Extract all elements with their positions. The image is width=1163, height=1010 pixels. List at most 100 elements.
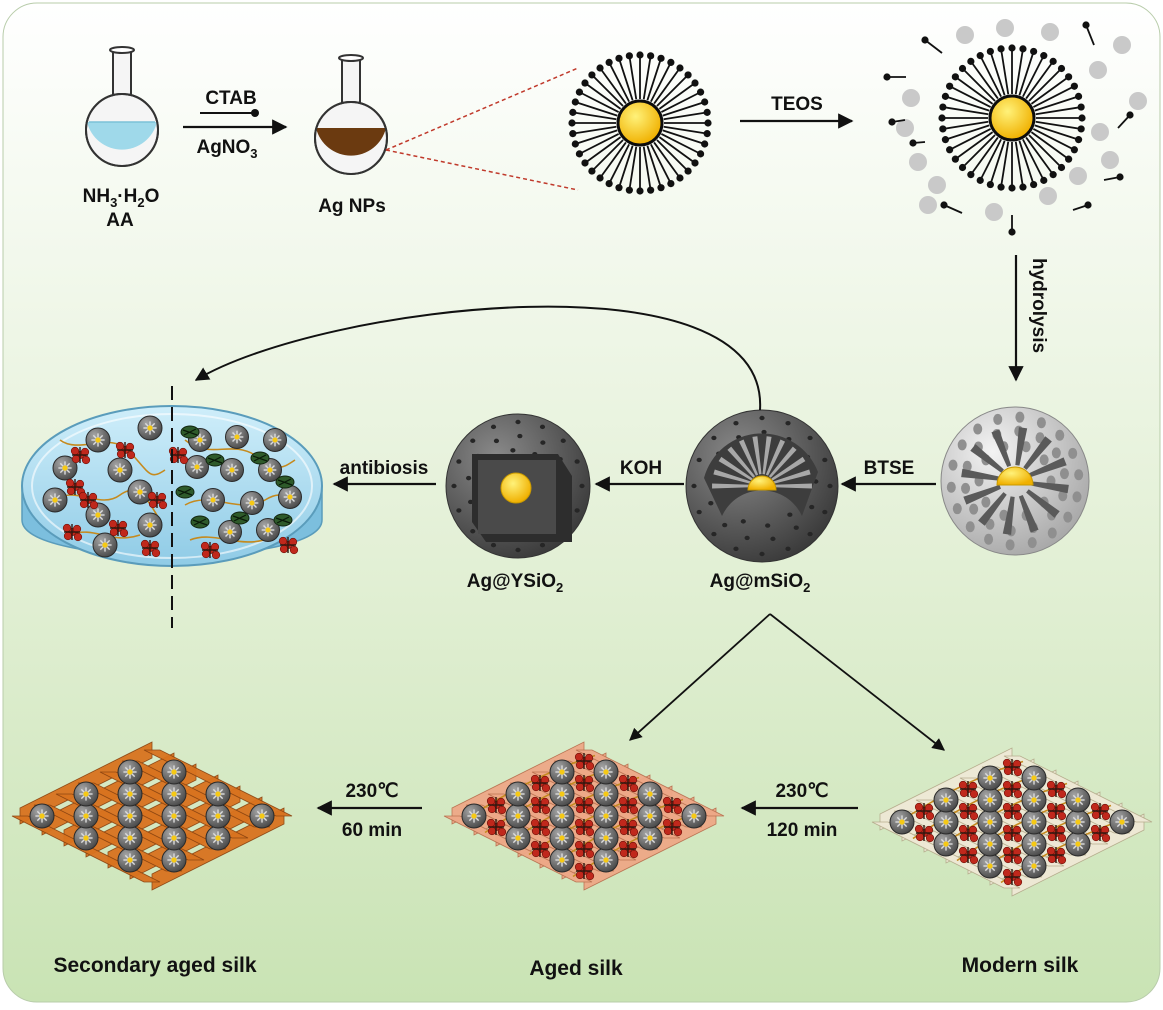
ag-core <box>171 813 177 819</box>
aging2-time-label: 60 min <box>342 820 402 841</box>
surfactant-head <box>1116 173 1124 181</box>
ag-core <box>987 797 993 803</box>
pore <box>957 439 967 451</box>
nanoparticle <box>205 803 231 829</box>
ag-core <box>559 769 565 775</box>
nanoparticle <box>933 787 959 813</box>
surfactant-head <box>1084 201 1092 209</box>
ag-core <box>171 835 177 841</box>
channel <box>1018 495 1039 533</box>
ag-core <box>265 527 271 533</box>
nanoparticle <box>52 455 78 481</box>
ag-core <box>988 94 1036 142</box>
bacteria <box>958 780 979 799</box>
channel <box>768 446 797 478</box>
pore <box>733 420 739 426</box>
bacteria <box>618 774 639 793</box>
ag-core <box>987 863 993 869</box>
channel <box>963 484 1001 505</box>
bacteria <box>486 796 507 815</box>
pore <box>722 522 728 528</box>
pore <box>809 504 815 510</box>
pore <box>759 551 765 557</box>
ag-core <box>102 542 108 548</box>
nanoparticle <box>240 491 264 515</box>
ag-msio2-sphere <box>685 409 839 563</box>
pore <box>744 535 750 541</box>
pore-channels <box>712 436 812 489</box>
bacteria <box>618 840 639 859</box>
nanoparticle <box>85 502 111 528</box>
ag-core <box>147 425 153 431</box>
modern-silk-label: Modern silk <box>962 954 1079 977</box>
ag-core <box>215 791 221 797</box>
pore <box>793 525 799 530</box>
ag-core <box>647 835 653 841</box>
secondary-aged-silk-label: Secondary aged silk <box>53 954 256 977</box>
pore <box>1072 491 1082 503</box>
arrow-to-aged-silk <box>629 613 771 741</box>
nanoparticle <box>107 457 133 483</box>
ag-core <box>39 813 45 819</box>
pore <box>993 413 1003 425</box>
bacteria <box>278 536 299 555</box>
channel <box>762 436 772 475</box>
channel <box>1002 496 1015 535</box>
nanoparticle <box>593 825 619 851</box>
bacteria <box>108 519 129 538</box>
pore <box>1036 417 1046 429</box>
ag-core <box>647 813 653 819</box>
ag-msio2-label: Ag@mSiO2 <box>710 571 811 595</box>
ag-core <box>117 467 123 473</box>
nanoparticle <box>256 518 280 542</box>
channel <box>1023 436 1052 470</box>
channel <box>765 439 786 476</box>
surfactant-head <box>1008 228 1016 236</box>
nanoparticle <box>977 787 1003 813</box>
nanoparticle <box>549 781 575 807</box>
precursor-aa-label: AA <box>106 210 134 231</box>
ag-core <box>559 791 565 797</box>
bacteria <box>1002 824 1023 843</box>
pore <box>696 509 702 515</box>
surfactant-head <box>883 73 891 81</box>
nanoparticle <box>117 847 143 873</box>
antibiosis-label: antibiosis <box>340 458 429 479</box>
ag-core <box>1075 819 1081 825</box>
pore <box>456 508 462 513</box>
ag-core <box>127 835 133 841</box>
bacteria <box>65 478 86 497</box>
bacteria <box>530 796 551 815</box>
pore <box>456 459 462 464</box>
modern-silk-fabric <box>871 747 1153 897</box>
nanoparticle <box>249 803 275 829</box>
nanoparticle <box>117 759 143 785</box>
channel <box>1026 489 1060 518</box>
ag-core <box>137 489 143 495</box>
bacteria <box>486 818 507 837</box>
bacteria <box>62 523 83 542</box>
surfactant-head <box>909 139 917 147</box>
surfactant-head <box>1126 111 1134 119</box>
ag-core <box>1119 819 1125 825</box>
bacteria <box>958 824 979 843</box>
bacteria <box>914 802 935 821</box>
ag-core <box>616 99 664 147</box>
nanoparticle <box>593 759 619 785</box>
nanoparticle <box>29 803 55 829</box>
channel <box>1015 427 1028 466</box>
pore <box>466 475 472 481</box>
bacteria <box>574 796 595 815</box>
silica-particle <box>1089 61 1107 79</box>
pore <box>1035 432 1045 444</box>
aging1-time-label: 120 min <box>767 820 838 841</box>
dish-nanoparticles <box>42 415 302 560</box>
ag-core <box>171 769 177 775</box>
pore <box>1055 429 1065 441</box>
teos-label: TEOS <box>771 94 823 115</box>
ag-core <box>603 813 609 819</box>
bacteria <box>147 491 168 510</box>
nanoparticle <box>258 458 282 482</box>
dead-bacteria <box>250 451 270 465</box>
nanoparticle <box>201 488 225 512</box>
